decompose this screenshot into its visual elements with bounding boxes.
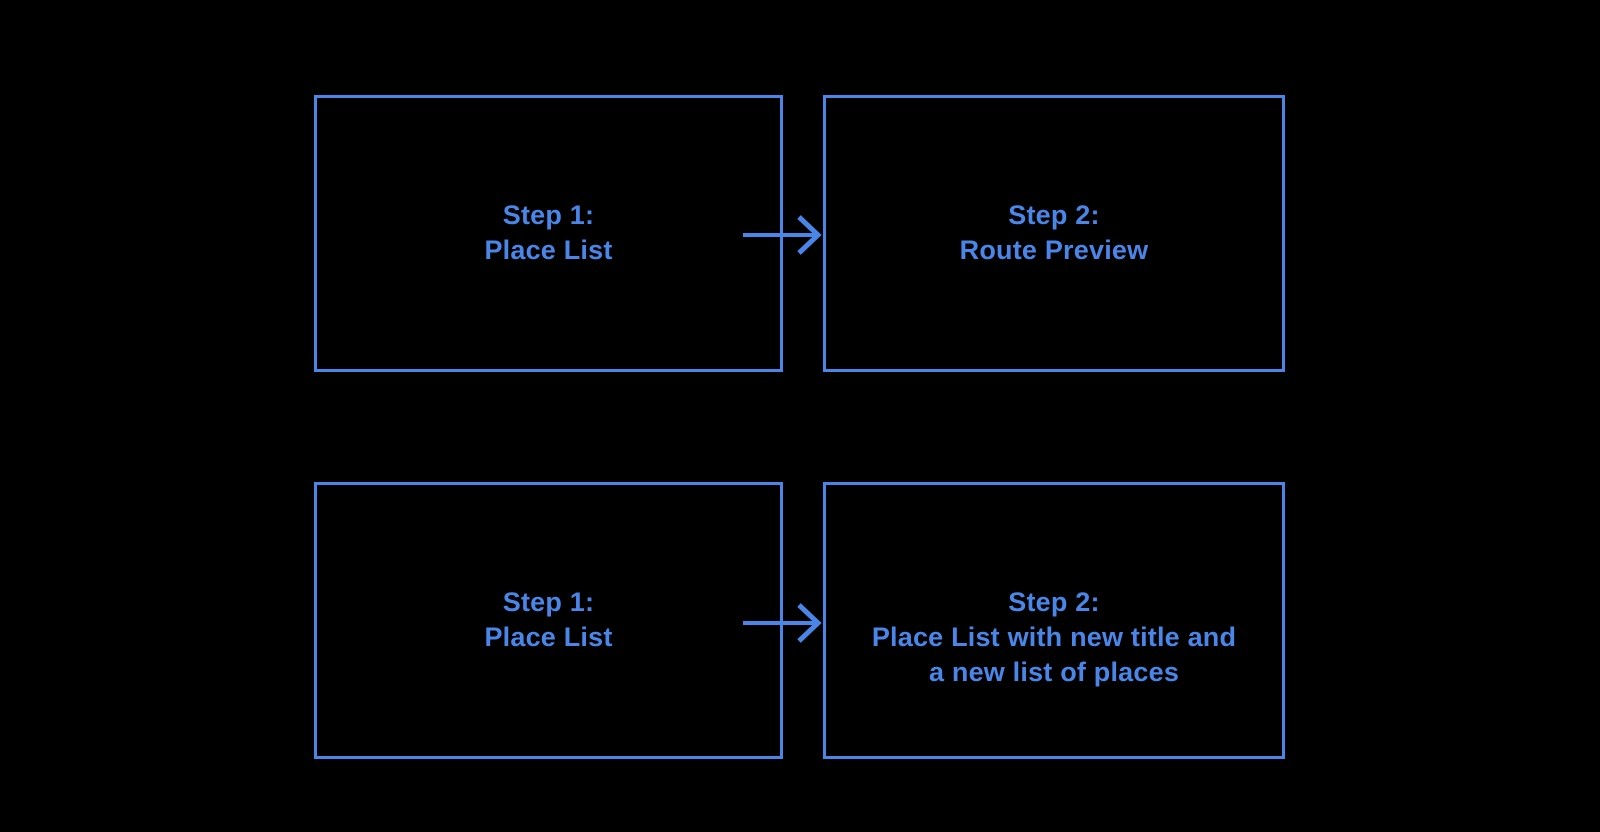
box-label-line: Place List with new title and bbox=[871, 622, 1237, 652]
flow-box-step1-bottom: Step 1: Place List bbox=[314, 482, 783, 759]
flow-box-step2-bottom: Step 2: Place List with new title and a … bbox=[823, 482, 1285, 759]
box-label-line: Step 1: bbox=[502, 587, 595, 617]
flow-box-step1-top: Step 1: Place List bbox=[314, 95, 783, 372]
arrow-right-icon bbox=[743, 603, 822, 643]
box-label-line: Step 1: bbox=[502, 200, 595, 230]
flow-box-step2-top: Step 2: Route Preview bbox=[823, 95, 1285, 372]
box-label-line: Step 2: bbox=[1008, 200, 1100, 230]
box-label: Step 1: Place List bbox=[317, 198, 780, 268]
box-label-line: Route Preview bbox=[959, 235, 1149, 265]
arrow-right-icon bbox=[743, 215, 822, 255]
box-label-line: Step 2: bbox=[1008, 587, 1100, 617]
box-label-line: a new list of places bbox=[928, 657, 1180, 687]
box-label: Step 2: Place List with new title and a … bbox=[826, 585, 1282, 690]
box-label-line: Place List bbox=[484, 622, 613, 652]
box-label: Step 2: Route Preview bbox=[826, 198, 1282, 268]
box-label: Step 1: Place List bbox=[317, 585, 780, 655]
box-label-line: Place List bbox=[484, 235, 613, 265]
